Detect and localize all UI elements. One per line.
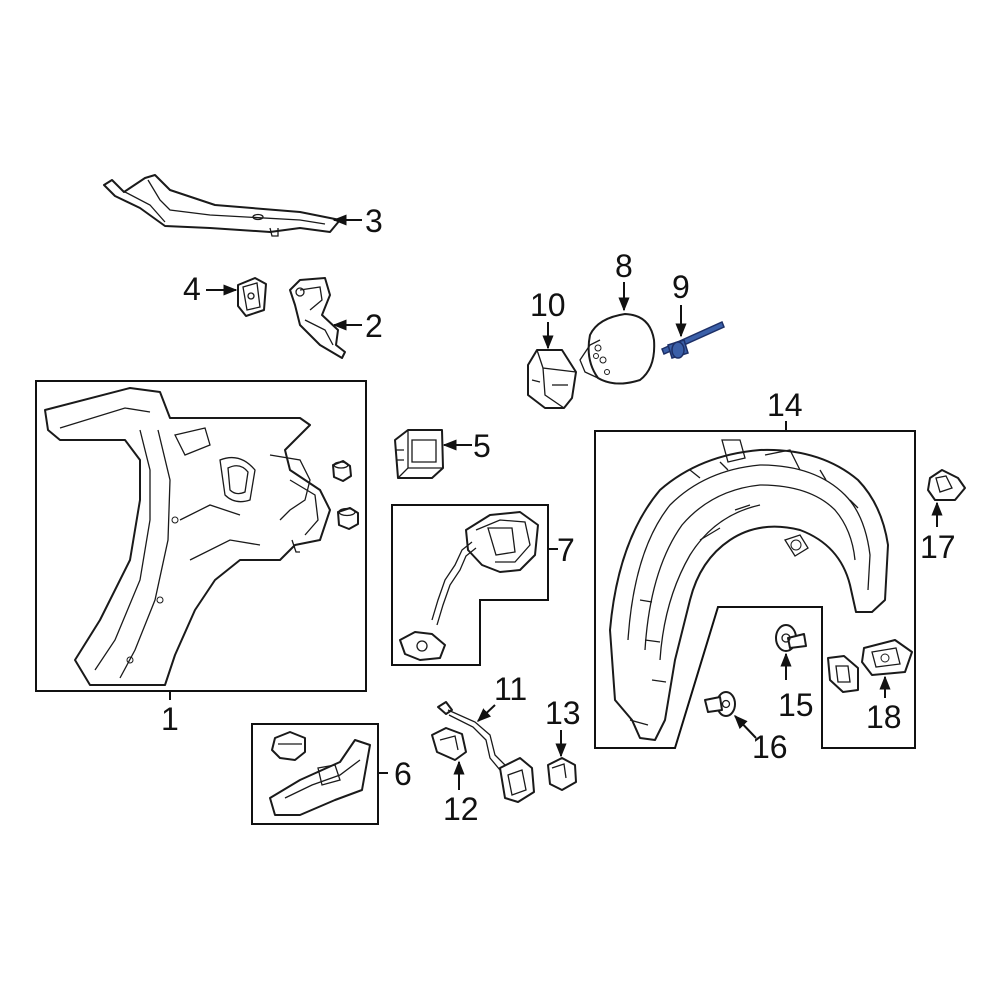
- callout-10: 10: [530, 287, 566, 323]
- callout-6: 6: [394, 756, 412, 792]
- part-8-fuel-door[interactable]: [579, 313, 656, 385]
- part-9-rod[interactable]: [661, 320, 725, 359]
- callout-16: 16: [752, 729, 788, 765]
- callout-18: 18: [866, 699, 902, 735]
- part-14-box: [594, 430, 916, 749]
- part-1-box: [35, 380, 367, 692]
- part-3-upper-rail[interactable]: [103, 174, 341, 237]
- part-13-cap[interactable]: [547, 757, 577, 791]
- part-5-bracket[interactable]: [394, 429, 444, 479]
- part-6-bracket[interactable]: [269, 731, 371, 816]
- leader-11: [476, 704, 496, 722]
- part-2-bracket[interactable]: [289, 277, 346, 359]
- callout-4: 4: [183, 271, 201, 307]
- part-1-quarter-panel[interactable]: [44, 387, 331, 686]
- callout-11: 11: [494, 671, 527, 707]
- leader-16: [734, 714, 757, 739]
- callout-12: 12: [443, 791, 479, 827]
- callout-7: 7: [557, 532, 575, 568]
- part-14-liner[interactable]: [609, 439, 889, 741]
- callout-17: 17: [920, 529, 956, 565]
- part-12-connector[interactable]: [431, 727, 467, 761]
- callout-1: 1: [161, 701, 179, 737]
- part-7-box: [391, 504, 549, 666]
- part-18-bracket[interactable]: [827, 639, 913, 693]
- part-15-clip[interactable]: [775, 624, 807, 652]
- callout-14: 14: [767, 387, 803, 423]
- callout-3: 3: [365, 203, 383, 239]
- callout-13: 13: [545, 695, 581, 731]
- part-7-actuator[interactable]: [399, 511, 539, 661]
- part-16-pin[interactable]: [704, 691, 736, 717]
- part-10-housing[interactable]: [527, 349, 577, 409]
- callout-2: 2: [365, 308, 383, 344]
- callout-9: 9: [672, 269, 690, 305]
- part-1-clips[interactable]: [332, 460, 359, 530]
- part-17-clip[interactable]: [927, 469, 966, 501]
- part-4-gusset[interactable]: [237, 277, 267, 317]
- part-11-harness[interactable]: [437, 701, 535, 803]
- callout-15: 15: [778, 687, 814, 723]
- callout-8: 8: [615, 248, 633, 284]
- callout-5: 5: [473, 428, 491, 464]
